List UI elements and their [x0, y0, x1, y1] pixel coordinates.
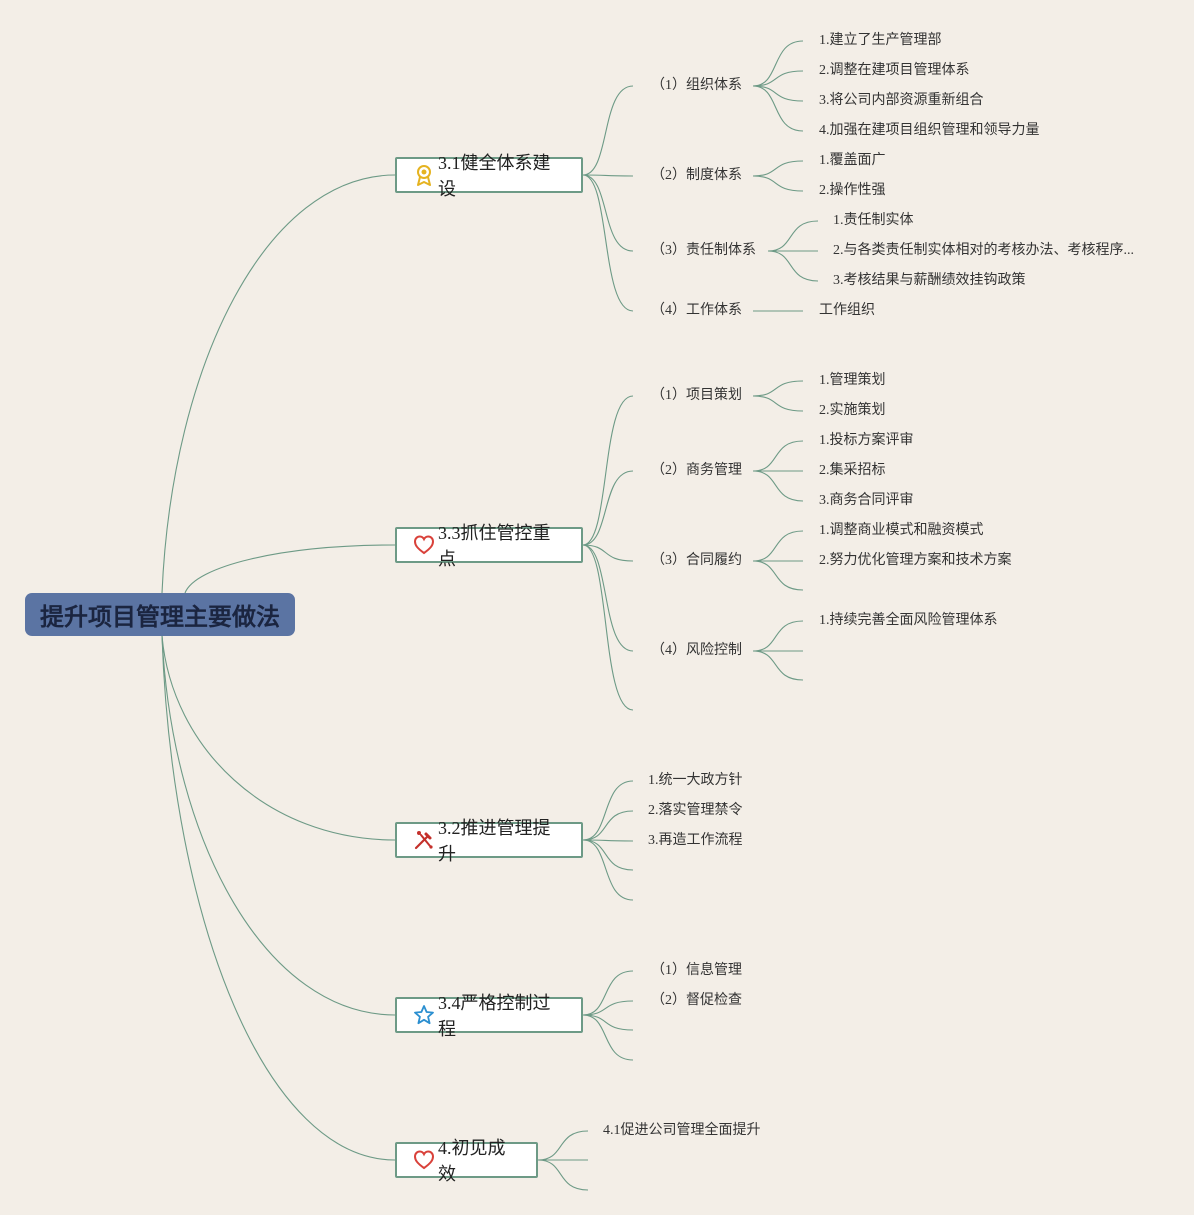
topic-connector	[582, 810, 634, 841]
root-topic[interactable]: 提升项目管理主要做法	[25, 593, 295, 636]
topic-management-improve[interactable]: 3.2推进管理提升	[395, 818, 583, 864]
leaf-connector	[752, 470, 804, 502]
topic-label: 4.初见成效	[438, 1138, 506, 1184]
topic-label: 3.1健全体系建设	[438, 153, 551, 199]
leaf-item[interactable]: 工作组织	[819, 303, 875, 318]
leaf-connector	[752, 650, 804, 681]
leaf-connector	[752, 440, 804, 472]
leaf-connector	[752, 40, 804, 87]
topic-process-control[interactable]: 3.4严格控制过程	[395, 993, 583, 1039]
leaf-connector	[767, 220, 819, 252]
leaf-connector	[752, 530, 804, 562]
leaf-connector	[752, 620, 804, 652]
tools-icon	[413, 829, 435, 851]
topic-connector	[582, 780, 634, 841]
root-connector	[161, 635, 396, 1016]
topic-connector	[582, 544, 634, 711]
award-ribbon-icon	[413, 164, 435, 186]
leaf-connector	[752, 85, 804, 102]
leaf-connector	[752, 70, 804, 87]
subtopic-unify-policy[interactable]: 1.统一大政方针	[648, 773, 743, 788]
topic-connector	[582, 839, 634, 871]
topic-label: 3.3抓住管控重点	[438, 523, 551, 569]
subtopic-reengineer-workflow[interactable]: 3.再造工作流程	[648, 833, 743, 848]
topic-connector	[582, 839, 634, 901]
topic-label: 3.4严格控制过程	[438, 993, 551, 1039]
leaf-item[interactable]: 4.加强在建项目组织管理和领导力量	[819, 123, 1040, 138]
root-connector	[184, 544, 396, 594]
star-icon	[413, 1004, 435, 1026]
topic-connector	[582, 839, 634, 842]
leaf-item[interactable]: 2.集采招标	[819, 463, 886, 478]
topic-connector	[582, 174, 634, 252]
topic-connector	[582, 970, 634, 1016]
topic-connector	[582, 85, 634, 176]
subtopic-rule-system[interactable]: （2）制度体系	[651, 168, 742, 183]
subtopic-work-system[interactable]: （4）工作体系	[651, 303, 742, 318]
topic-connector	[537, 1159, 589, 1191]
subtopic-risk-control[interactable]: （4）风险控制	[651, 643, 742, 658]
topic-control-focus[interactable]: 3.3抓住管控重点	[395, 523, 583, 569]
topic-label: 3.2推进管理提升	[438, 818, 551, 864]
topic-connector	[582, 544, 634, 562]
leaf-item[interactable]: 1.调整商业模式和融资模式	[819, 523, 984, 538]
leaf-connector	[752, 560, 804, 591]
topic-connector	[582, 1014, 634, 1031]
leaf-connector	[752, 395, 804, 412]
subtopic-contract-performance[interactable]: （3）合同履约	[651, 553, 742, 568]
leaf-item[interactable]: 1.建立了生产管理部	[819, 33, 942, 48]
topic-connector	[582, 174, 634, 177]
topic-connector	[582, 174, 634, 312]
topic-health-system[interactable]: 3.1健全体系建设	[395, 153, 583, 199]
subtopic-implement-bans[interactable]: 2.落实管理禁令	[648, 803, 743, 818]
topic-connector	[582, 544, 634, 652]
leaf-item[interactable]: 3.考核结果与薪酬绩效挂钩政策	[833, 273, 1026, 288]
leaf-item[interactable]: 1.责任制实体	[833, 213, 914, 228]
topic-initial-results[interactable]: 4.初见成效	[395, 1138, 538, 1184]
leaf-connector	[752, 85, 804, 132]
leaf-item[interactable]: 2.与各类责任制实体相对的考核办法、考核程序...	[833, 243, 1134, 258]
leaf-item[interactable]: 3.商务合同评审	[819, 493, 914, 508]
leaf-item[interactable]: 1.覆盖面广	[819, 153, 886, 168]
subtopic-responsibility-system[interactable]: （3）责任制体系	[651, 243, 756, 258]
topic-connector	[582, 1014, 634, 1061]
subtopic-org-system[interactable]: （1）组织体系	[651, 78, 742, 93]
leaf-item[interactable]: 2.努力优化管理方案和技术方案	[819, 553, 1012, 568]
leaf-item[interactable]: 1.持续完善全面风险管理体系	[819, 613, 998, 628]
leaf-item[interactable]: 2.实施策划	[819, 403, 886, 418]
subtopic-info-management[interactable]: （1）信息管理	[651, 963, 742, 978]
leaf-connector	[752, 380, 804, 397]
topic-connector	[582, 470, 634, 546]
leaf-item[interactable]: 2.操作性强	[819, 183, 886, 198]
subtopic-project-planning[interactable]: （1）项目策划	[651, 388, 742, 403]
subtopic-business-management[interactable]: （2）商务管理	[651, 463, 742, 478]
topic-connector	[537, 1130, 589, 1161]
heart-icon	[413, 1149, 435, 1171]
subtopic-company-improvement[interactable]: 4.1促进公司管理全面提升	[603, 1123, 761, 1138]
topic-connector	[582, 1000, 634, 1016]
root-connector	[161, 174, 396, 594]
root-connector	[161, 635, 396, 841]
subtopic-supervision-check[interactable]: （2）督促检查	[651, 993, 742, 1008]
leaf-item[interactable]: 1.管理策划	[819, 373, 886, 388]
leaf-item[interactable]: 3.将公司内部资源重新组合	[819, 93, 984, 108]
leaf-connector	[752, 160, 804, 177]
leaf-item[interactable]: 1.投标方案评审	[819, 433, 914, 448]
heart-icon	[413, 534, 435, 556]
leaf-item[interactable]: 2.调整在建项目管理体系	[819, 63, 970, 78]
leaf-connector	[752, 175, 804, 192]
leaf-connector	[767, 250, 819, 282]
root-connector	[161, 635, 396, 1161]
topic-connector	[582, 395, 634, 546]
